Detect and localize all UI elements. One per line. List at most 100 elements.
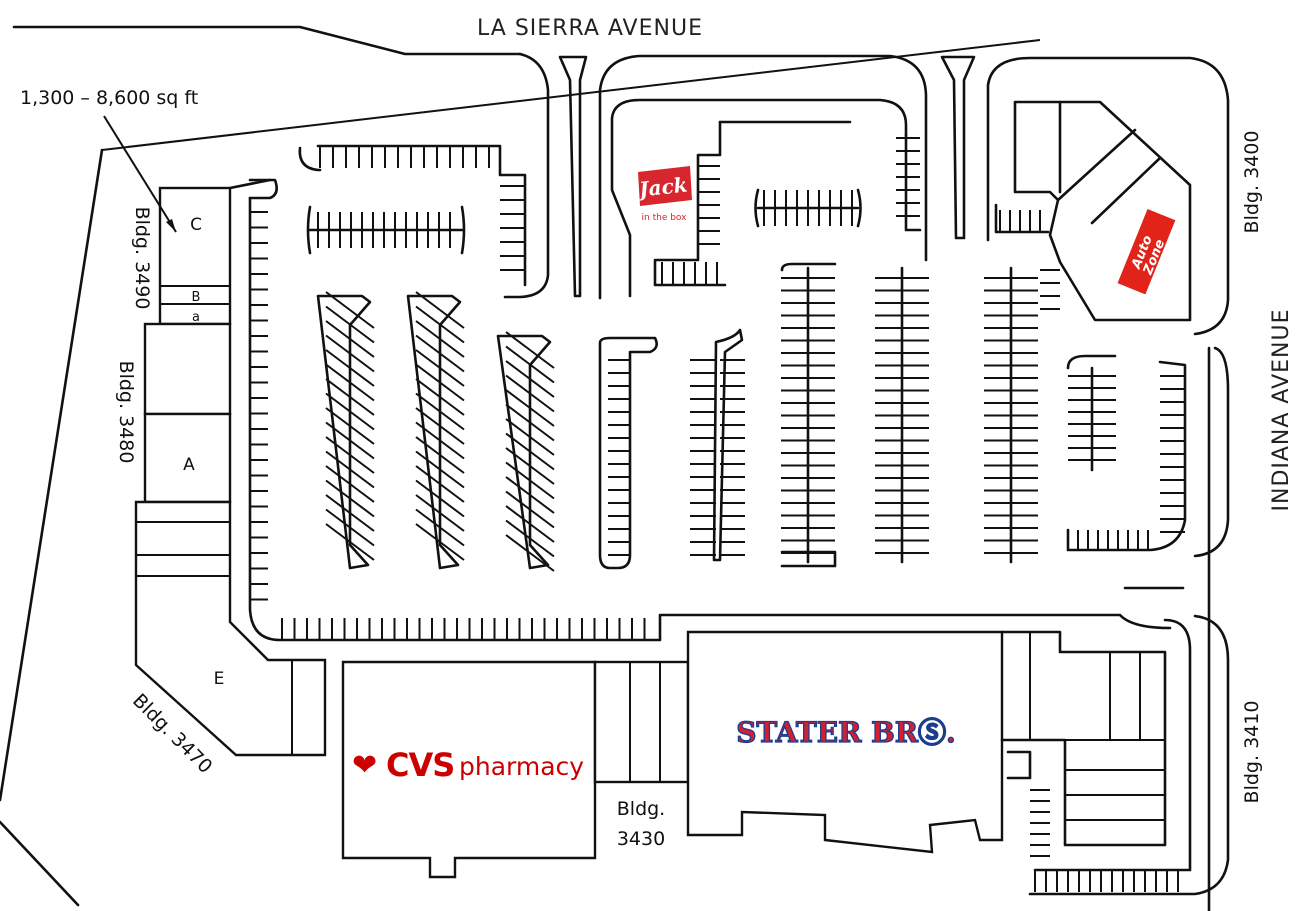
unit-label-e: E (214, 669, 225, 689)
jack-in-the-box-pad (653, 120, 922, 287)
parking-stall-line (325, 494, 351, 514)
parking-stall-line (325, 523, 351, 543)
parking-stall-line (349, 338, 375, 358)
cvs-logo-brand: CVS (386, 746, 454, 784)
parking-stall-line (529, 407, 555, 427)
parking-stall-line (349, 323, 375, 344)
parking-stall-line (505, 476, 531, 496)
unit-label-a-small: a (192, 310, 200, 325)
parking-stall-line (415, 450, 441, 471)
jack-logo-badge (638, 166, 692, 206)
parking-stall-line (439, 512, 465, 532)
parking-stall-line (505, 505, 531, 525)
cvs-heart-icon: ❤ (352, 748, 377, 783)
parking-stall-line (349, 439, 375, 460)
parking-stall-line (505, 389, 531, 409)
parking-stall-line (439, 410, 465, 431)
parking-stall-line (505, 490, 531, 511)
parking-stall-line (325, 334, 351, 355)
label-bldg-3400: Bldg. 3400 (1241, 131, 1263, 234)
parking-stall-line (529, 363, 555, 384)
parking-stall-line (349, 468, 375, 489)
parking-stall-line (439, 541, 465, 561)
parking-stall-line (325, 436, 351, 456)
stater-bros-logo: STATER BRⓈ. (736, 715, 957, 749)
parking-stall-line (415, 523, 441, 543)
parking-stall-line (439, 526, 465, 547)
parking-stall-line (439, 497, 465, 518)
parking-stall-line (325, 392, 351, 413)
parking-stall-line (349, 352, 375, 373)
jack-logo-tagline: in the box (642, 213, 688, 223)
parking-stall-line (505, 432, 531, 453)
drive-aisles (248, 52, 1230, 896)
space-size-callout: 1,300 – 8,600 sq ft (20, 87, 198, 109)
bldg-3480 (143, 322, 232, 504)
autozone-logo-badge (1117, 208, 1176, 295)
angled-parking-rows (316, 291, 555, 572)
parking-stall-line (325, 320, 351, 340)
cvs-pharmacy-logo: ❤ CVS pharmacy (352, 746, 584, 784)
parking-stall-line (325, 378, 351, 398)
parking-stall-line (529, 392, 555, 413)
parking-stall-line (325, 421, 351, 442)
parking-stall-line (505, 360, 531, 380)
parking-stall-line (349, 541, 375, 561)
parking-stall-line (439, 425, 465, 445)
parking-stall-line (349, 526, 375, 547)
parking-stall-line (415, 291, 441, 311)
jack-in-the-box-logo: Jack in the box (634, 166, 692, 223)
north-entrance-medians (558, 55, 976, 298)
parking-stall-line (325, 508, 351, 529)
autozone-pad (994, 100, 1192, 322)
parking-stall-line (325, 407, 351, 427)
parking-stall-line (439, 483, 465, 503)
site-boundary (0, 25, 1211, 911)
parking-stall-line (529, 421, 555, 442)
parking-stall-line (505, 418, 531, 438)
parking-stall-line (529, 479, 555, 500)
parking-stall-line (325, 465, 351, 485)
parking-stall-line (439, 396, 465, 416)
parking-stall-line (439, 439, 465, 460)
parking-stall-line (415, 479, 441, 500)
parking-stall-line (415, 363, 441, 384)
label-bldg-3430-line2: 3430 (617, 828, 665, 850)
unit-label-c: C (190, 215, 202, 235)
parking-stall-line (325, 291, 351, 311)
parking-stall-line (505, 345, 531, 366)
parking-stall-line (415, 421, 441, 442)
unit-label-b: B (192, 290, 201, 305)
parking-stall-line (415, 334, 441, 355)
callout-arrowhead-icon (166, 219, 176, 232)
bldg-3430 (593, 660, 690, 784)
parking-stall-line (349, 410, 375, 431)
parking-stall-line (529, 465, 555, 485)
parking-stall-line (439, 381, 465, 402)
parking-stall-line (439, 323, 465, 344)
parking-stall-line (349, 497, 375, 518)
parking-stall-line (529, 436, 555, 456)
parking-stall-line (505, 534, 531, 554)
street-label-indiana: INDIANA AVENUE (1269, 309, 1294, 512)
parking-stall-line (415, 494, 441, 514)
parking-stall-line (529, 552, 555, 572)
parking-stall-line (349, 309, 375, 329)
callout-arrow (103, 115, 177, 233)
parking-stall-line (349, 425, 375, 445)
label-bldg-3490: Bldg. 3490 (131, 207, 153, 310)
parking-stall-line (325, 450, 351, 471)
parking-stall-line (439, 468, 465, 489)
parking-stall-line (349, 512, 375, 532)
parking-stall-line (505, 519, 531, 540)
parking-stall-line (349, 381, 375, 402)
autozone-logo: Auto Zone (1117, 208, 1176, 295)
parking-stall-line (529, 450, 555, 471)
parking-stall-line (349, 367, 375, 387)
parking-stall-line (415, 392, 441, 413)
parking-stall-line (505, 403, 531, 424)
west-parking-row (248, 196, 1172, 642)
parking-stall-line (415, 320, 441, 340)
cvs-logo-suffix: pharmacy (459, 752, 584, 781)
